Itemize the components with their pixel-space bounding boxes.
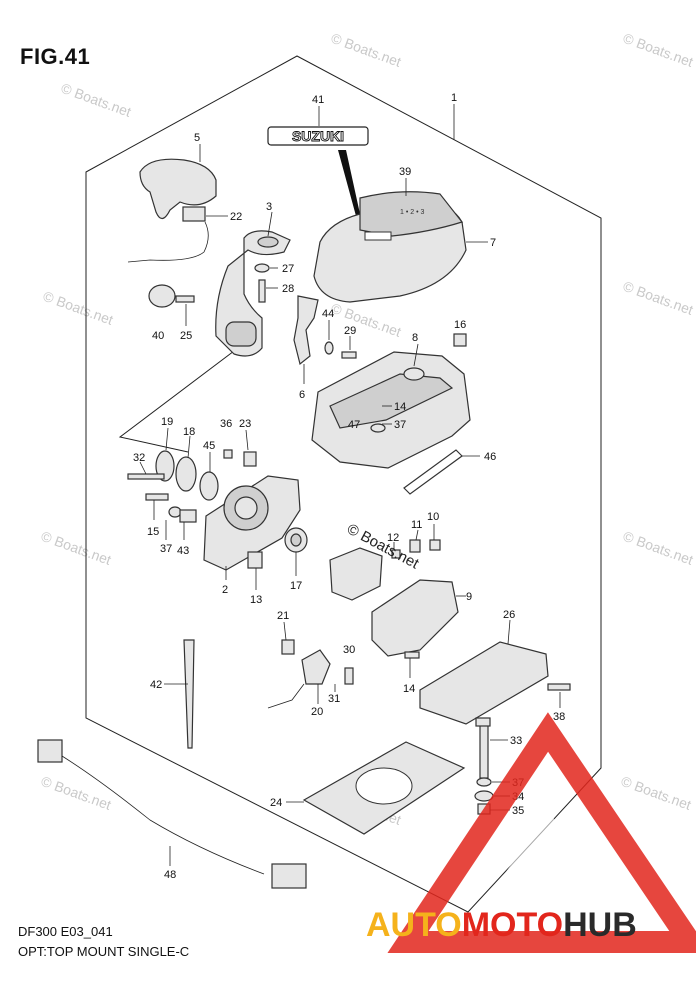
callout-label: 10 bbox=[427, 511, 439, 523]
control-base bbox=[203, 475, 308, 571]
watermark-text: © Boats.net bbox=[621, 278, 696, 318]
callout-label: 18 bbox=[183, 426, 195, 438]
callout-label: 9 bbox=[466, 591, 472, 603]
logo-moto-text: MOTO bbox=[462, 906, 563, 944]
callout-label: 37 bbox=[394, 419, 406, 431]
logo-hub-text: HUB bbox=[563, 906, 637, 944]
callout-label: 21 bbox=[277, 610, 289, 622]
callout-label: 30 bbox=[343, 644, 355, 656]
watermark-text: © Boats.net bbox=[621, 528, 696, 568]
callout-label: 46 bbox=[484, 451, 496, 463]
logo-auto-text: AUTO bbox=[366, 906, 462, 944]
automotohub-logo: AUTOMOTOHUB bbox=[366, 712, 696, 953]
switch-mount-plate bbox=[419, 641, 571, 725]
top-cover: 1 • 2 • 3 bbox=[313, 191, 467, 303]
assembly-outline bbox=[85, 55, 602, 913]
hex-wrench bbox=[403, 449, 463, 495]
callout-label: 25 bbox=[180, 330, 192, 342]
handle-grip bbox=[139, 158, 217, 220]
subgroup-outline bbox=[118, 347, 239, 453]
callout-label: 12 bbox=[387, 532, 399, 544]
callout-label: 22 bbox=[230, 211, 242, 223]
callout-label: 35 bbox=[512, 805, 524, 817]
watermark-text: © Boats.net bbox=[329, 300, 404, 340]
callout-label: 41 bbox=[312, 94, 324, 106]
callout-label: 27 bbox=[282, 263, 294, 275]
small-fasteners-mid bbox=[324, 333, 467, 359]
svg-text:AUTOMOTOHUB: AUTOMOTOHUB bbox=[366, 906, 637, 944]
badge-text: SUZUKI bbox=[292, 128, 344, 144]
suzuki-badge: SUZUKI bbox=[267, 126, 369, 216]
callout-label: 7 bbox=[490, 237, 496, 249]
lever-bracket bbox=[293, 295, 319, 366]
watermark-text: © Boats.net bbox=[329, 30, 404, 70]
callout-label: 24 bbox=[270, 797, 282, 809]
callout-label: 1 bbox=[451, 92, 457, 104]
detent-rings bbox=[127, 449, 257, 523]
callout-label: 31 bbox=[328, 693, 340, 705]
watermark-text: © Boats.net bbox=[621, 30, 696, 70]
callout-label: 20 bbox=[311, 706, 323, 718]
callout-label: 26 bbox=[503, 609, 515, 621]
callout-label: 36 bbox=[220, 418, 232, 430]
callout-label: 29 bbox=[344, 325, 356, 337]
footer-name: OPT:TOP MOUNT SINGLE-C bbox=[18, 944, 190, 959]
callout-label: 45 bbox=[203, 440, 215, 452]
callout-label: 37 bbox=[160, 543, 172, 555]
control-arm bbox=[215, 230, 291, 357]
callout-label: 15 bbox=[147, 526, 159, 538]
svg-text:1 • 2 • 3: 1 • 2 • 3 bbox=[400, 209, 424, 216]
watermark-text: © Boats.net bbox=[619, 773, 694, 813]
callout-label: 28 bbox=[282, 283, 294, 295]
neutral-switch-assembly bbox=[329, 539, 459, 659]
callout-label: 32 bbox=[133, 452, 145, 464]
callout-label: 39 bbox=[399, 166, 411, 178]
callout-label: 16 bbox=[454, 319, 466, 331]
base-gasket bbox=[302, 741, 466, 835]
callout-label: 38 bbox=[553, 711, 565, 723]
callout-label: 3 bbox=[266, 201, 272, 213]
callout-label: 44 bbox=[322, 308, 334, 320]
watermark-text: © Boats.net bbox=[39, 528, 114, 568]
footer-code: DF300 E03_041 bbox=[18, 924, 113, 939]
callout-label: 8 bbox=[412, 332, 418, 344]
callout-label: 6 bbox=[299, 389, 305, 401]
wire-harness bbox=[37, 739, 307, 889]
callout-label: 11 bbox=[411, 519, 422, 531]
cable-tie bbox=[183, 639, 195, 749]
control-housing bbox=[311, 351, 471, 469]
callout-label: 19 bbox=[161, 416, 173, 428]
washer-bolt-set-upper bbox=[148, 263, 270, 308]
callout-label: 40 bbox=[152, 330, 164, 342]
figure-title: FIG.41 bbox=[20, 44, 91, 69]
callout-label: 14 bbox=[403, 683, 415, 695]
callout-label: 14 bbox=[394, 401, 406, 413]
callout-label: 47 bbox=[348, 419, 360, 431]
watermark-text: © Boats.net bbox=[41, 288, 116, 328]
callout-label: 48 bbox=[164, 869, 176, 881]
watermark-text: © Boats.net bbox=[59, 80, 134, 120]
trim-switch bbox=[267, 639, 354, 709]
callout-label: 42 bbox=[150, 679, 162, 691]
callout-label: 43 bbox=[177, 545, 189, 557]
callout-label: 23 bbox=[239, 418, 251, 430]
callout-label: 33 bbox=[510, 735, 522, 747]
watermark-text: © Boats.net bbox=[39, 773, 114, 813]
callout-label: 2 bbox=[222, 584, 228, 596]
switch-connector bbox=[127, 206, 209, 263]
callout-label: 5 bbox=[194, 132, 200, 144]
callout-label: 17 bbox=[290, 580, 302, 592]
callout-label: 13 bbox=[250, 594, 262, 606]
